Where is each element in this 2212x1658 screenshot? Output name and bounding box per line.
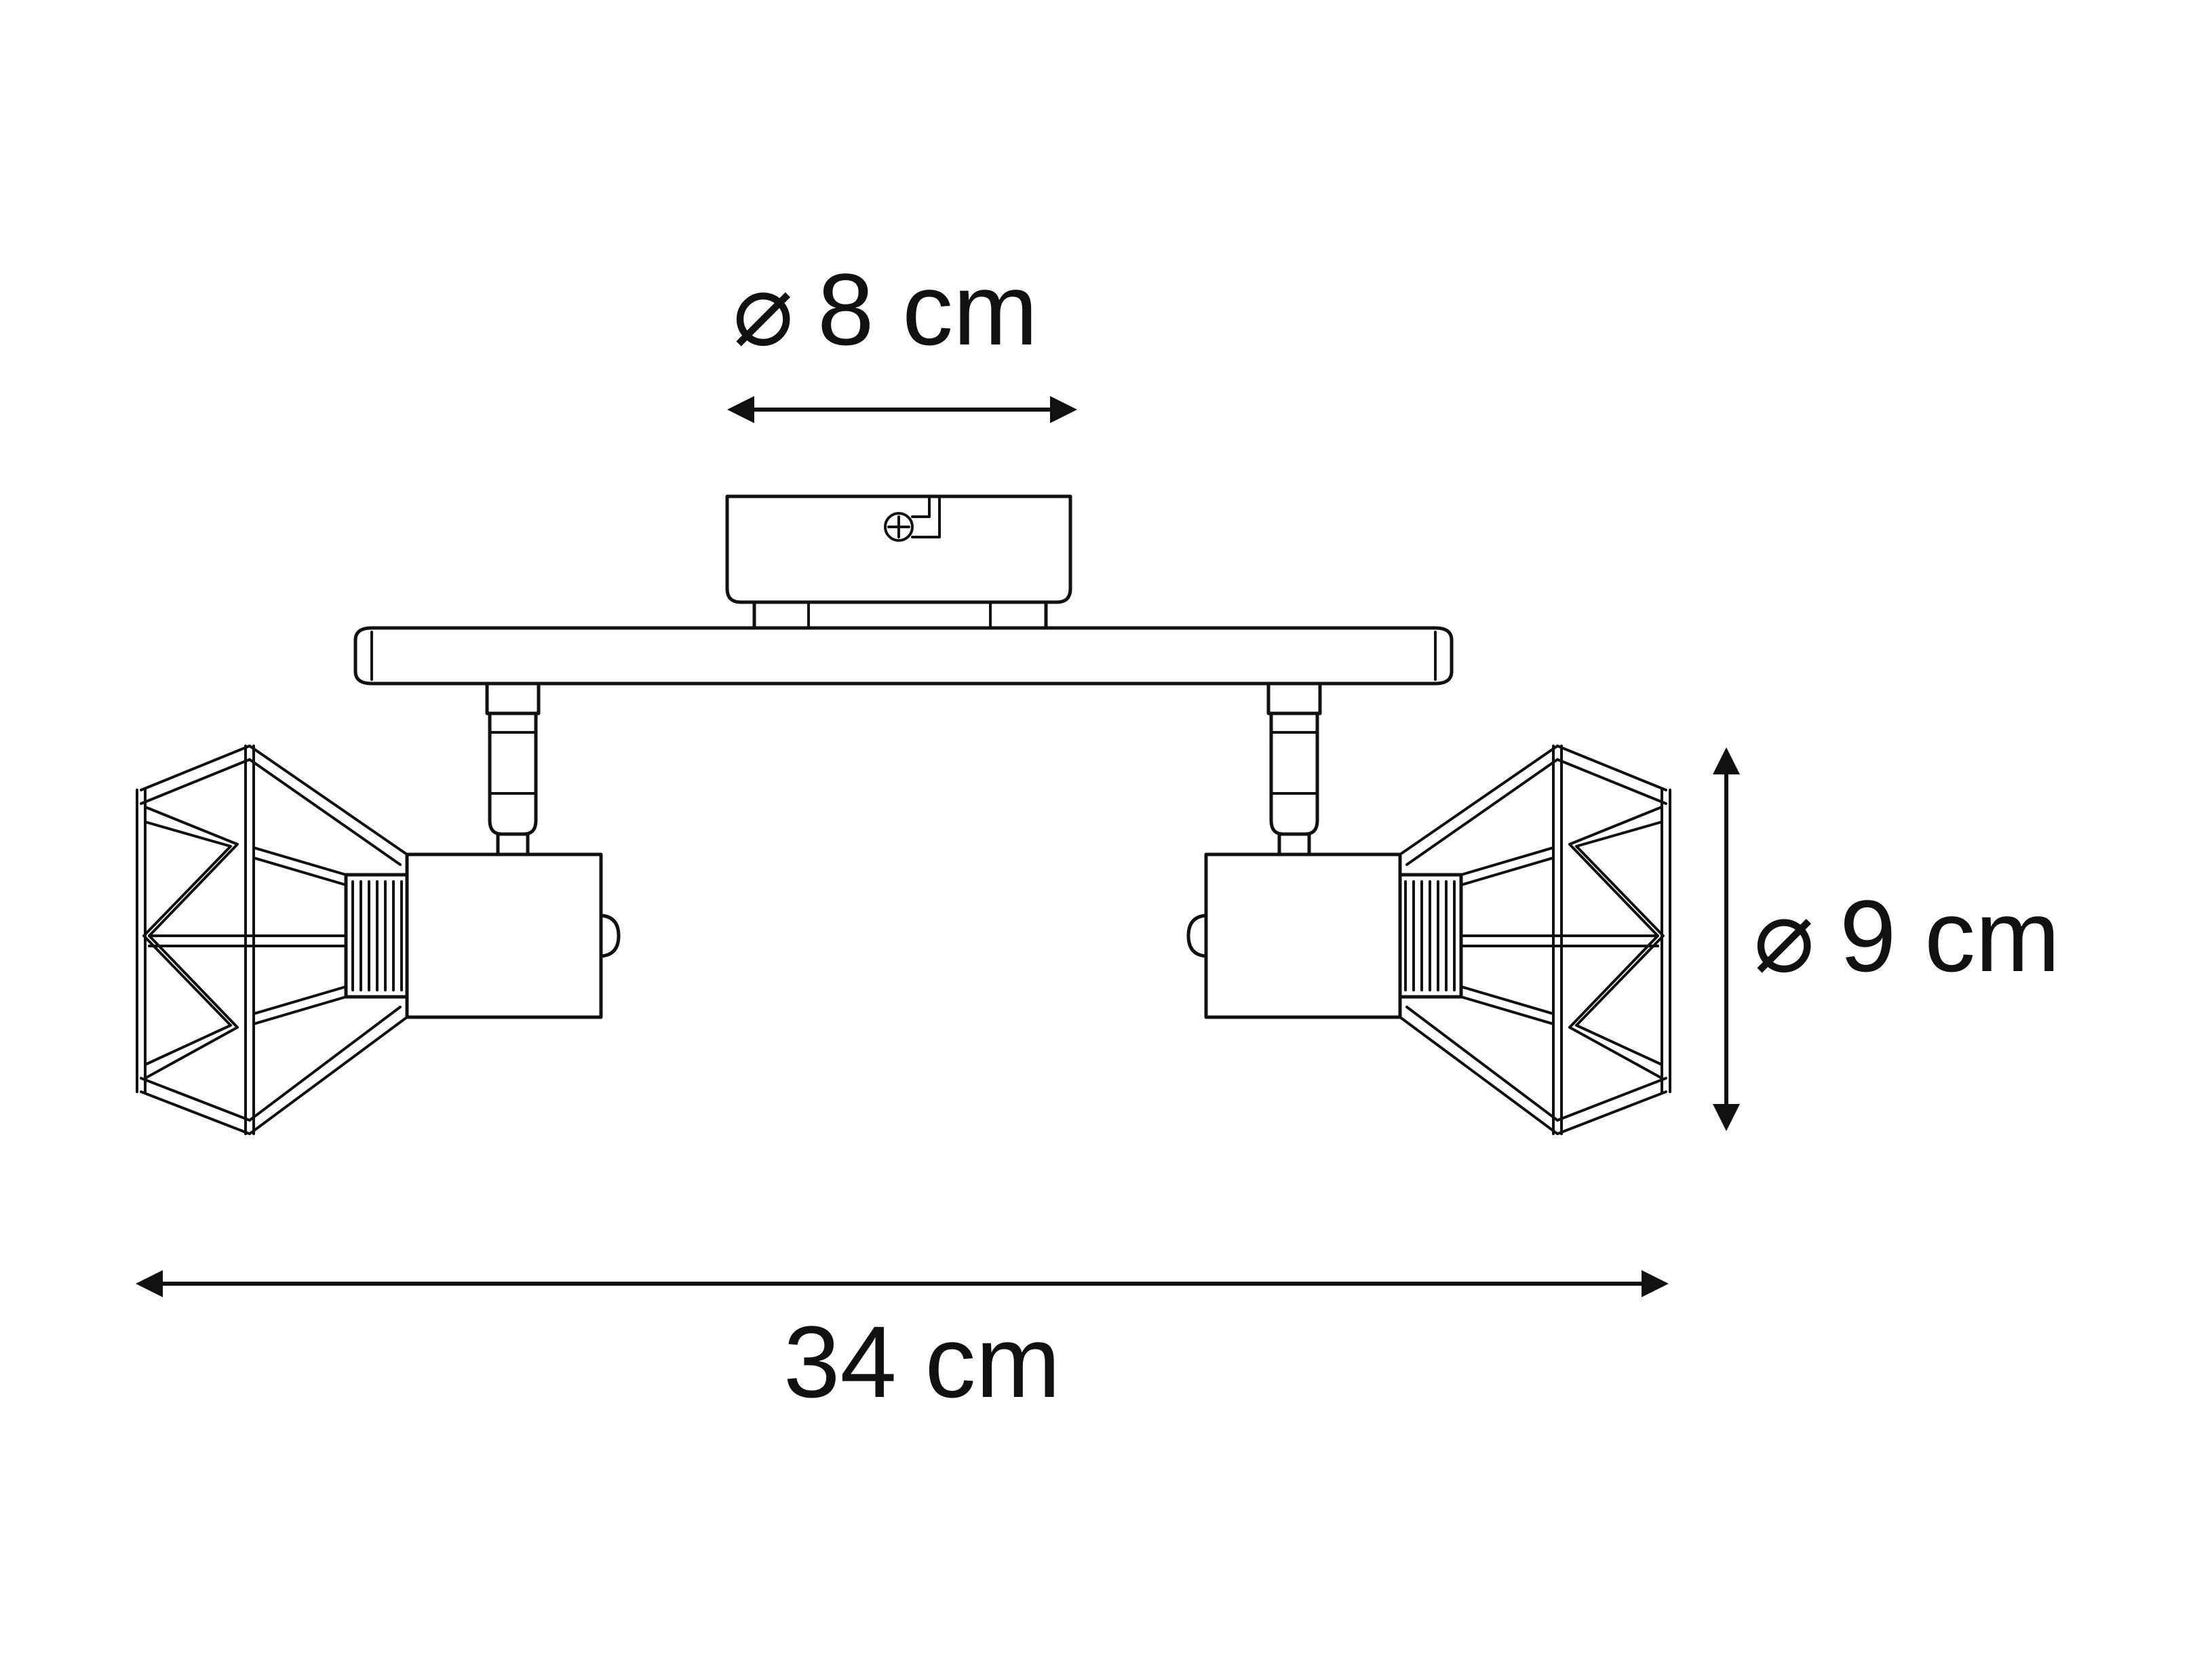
width-arrow-left	[136, 1270, 163, 1297]
shade-arrow-bottom	[1713, 1104, 1740, 1131]
shade-diameter-symbol: ⌀	[1753, 879, 1815, 993]
width-dimension: 34 cm	[136, 1270, 1669, 1419]
shade-dimension: ⌀ 9 cm	[1713, 747, 2060, 1131]
mounting-bar	[353, 626, 1454, 686]
shade-arrow-top	[1713, 747, 1740, 774]
right-thread	[1404, 880, 1456, 991]
canopy-diameter-label: 8 cm	[817, 252, 1038, 366]
left-spotlight	[136, 682, 621, 1135]
canopy-arrow-right	[1050, 396, 1077, 423]
shade-diameter-label: 9 cm	[1840, 879, 2060, 993]
width-arrow-right	[1642, 1270, 1669, 1297]
left-thread	[351, 880, 403, 991]
screw-icon	[884, 497, 941, 542]
right-cage-shade	[1399, 745, 1671, 1135]
canopy-dimension: ⌀ 8 cm	[727, 252, 1077, 423]
right-spotlight	[1186, 682, 1671, 1135]
left-cage-shade	[136, 745, 408, 1135]
canopy-diameter-symbol: ⌀	[733, 252, 794, 366]
ceiling-canopy	[725, 494, 1072, 630]
canopy-arrow-left	[727, 396, 754, 423]
width-label: 34 cm	[783, 1305, 1060, 1419]
